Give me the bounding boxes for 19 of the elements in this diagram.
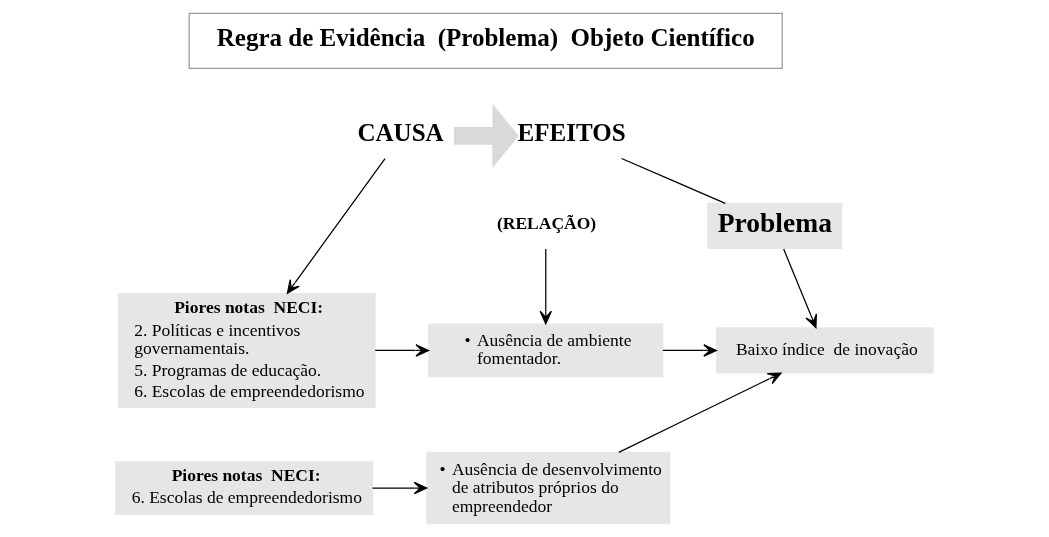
arrow: [286, 158, 386, 294]
arrow: [783, 248, 817, 329]
node-box: • Ausência de desenvolvimento de atributos próprios do empreendedor: [426, 451, 671, 525]
arrow: [453, 103, 519, 169]
node-box: Piores notas NECI: 2. Políticas e incentivos governamentais. 5. Programas de educação. 6. Escolas de empreendedorismo: [117, 292, 376, 408]
arrow: [618, 372, 782, 453]
node-text: CAUSA: [357, 118, 444, 146]
node-box: • Ausência de ambiente fomentador.: [428, 323, 664, 378]
arrow: [539, 248, 553, 325]
node-box: Regra de Evidência (Problema) Objeto Científico: [188, 12, 783, 69]
node-text: (RELAÇÃO): [496, 213, 597, 234]
connector: [621, 157, 726, 204]
node-box: Problema: [707, 202, 843, 250]
node-box: Piores notas NECI: 6. Escolas de empreendedorismo: [115, 461, 374, 515]
node-box: Baixo índice de inovação: [715, 327, 934, 374]
node-text: EFEITOS: [517, 118, 626, 146]
arrow: [662, 344, 717, 357]
arrow: [374, 344, 430, 357]
arrow: [371, 481, 428, 495]
